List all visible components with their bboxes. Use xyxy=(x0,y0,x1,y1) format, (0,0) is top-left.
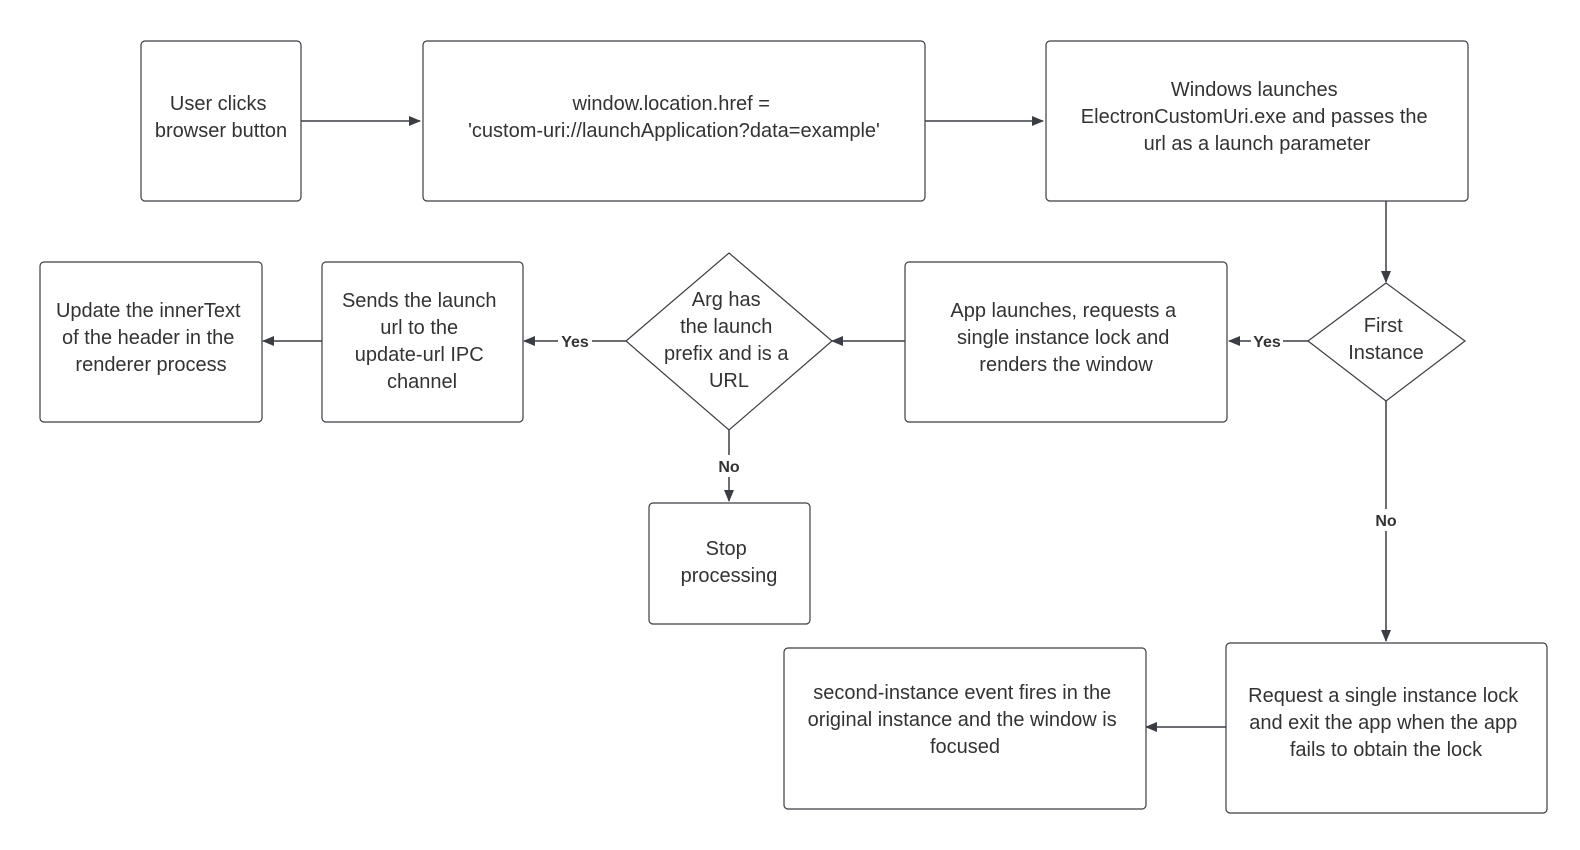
edge-labels: Yes No Yes No xyxy=(558,331,1402,531)
node-second-instance: second-instance event fires in the origi… xyxy=(808,682,1123,758)
node-stop-processing-box xyxy=(648,502,811,625)
node-app-launches: App launches, requests a single instance… xyxy=(950,300,1181,376)
node-request-lock: Request a single instance lock and exit … xyxy=(1248,685,1524,761)
node-request-lock-line-2: and exit the app when the app xyxy=(1249,712,1517,734)
node-user-clicks-box xyxy=(140,40,302,202)
edge-label-arg-yes: Yes xyxy=(561,334,589,351)
node-sends-url-line-4: channel xyxy=(387,371,457,393)
node-update-innertext-line-3: renderer process xyxy=(75,354,226,376)
node-windows-launches-line-2: ElectronCustomUri.exe and passes the xyxy=(1081,106,1428,128)
nodes: User clicks browser button window.locati… xyxy=(39,40,1548,814)
edge-label-arg-no: No xyxy=(718,459,740,476)
edge-label-first-no: No xyxy=(1375,513,1397,530)
node-location-href-box xyxy=(422,40,926,202)
node-app-launches-box xyxy=(904,261,1228,423)
node-windows-launches-box xyxy=(1045,40,1469,202)
node-first-instance-line-1: First xyxy=(1364,315,1403,337)
node-arg-has-prefix: Arg has the launch prefix and is a URL xyxy=(664,289,794,392)
node-app-launches-line-2: single instance lock and xyxy=(957,327,1169,349)
node-second-instance-line-2: original instance and the window is xyxy=(808,709,1117,731)
node-user-clicks-line-1: User clicks xyxy=(170,93,267,115)
node-windows-launches: Windows launches ElectronCustomUri.exe a… xyxy=(1081,79,1433,155)
node-user-clicks-line-2: browser button xyxy=(155,120,287,142)
node-windows-launches-line-3: url as a launch parameter xyxy=(1144,133,1371,155)
node-location-href-line-1: window.location.href = xyxy=(572,93,770,115)
node-stop-processing-line-2: processing xyxy=(681,565,778,587)
node-update-innertext-line-1: Update the innerText xyxy=(56,300,241,322)
node-update-innertext-line-2: of the header in the xyxy=(62,327,234,349)
node-arg-has-prefix-line-4: URL xyxy=(709,370,749,392)
node-first-instance-diamond xyxy=(1307,282,1467,402)
node-sends-url-line-3: update-url IPC xyxy=(355,344,484,366)
edge-label-first-yes: Yes xyxy=(1253,334,1281,351)
node-arg-has-prefix-diamond xyxy=(625,252,833,431)
node-request-lock-line-1: Request a single instance lock xyxy=(1248,685,1519,707)
node-app-launches-line-1: App launches, requests a xyxy=(950,300,1177,322)
node-first-instance-line-2: Instance xyxy=(1348,342,1424,364)
node-request-lock-box xyxy=(1225,642,1548,814)
node-arg-has-prefix-line-2: the launch xyxy=(680,316,772,338)
node-second-instance-box xyxy=(783,647,1147,810)
node-update-innertext-box xyxy=(39,261,263,423)
node-sends-url-line-1: Sends the launch xyxy=(342,290,497,312)
node-location-href: window.location.href = 'custom-uri://lau… xyxy=(468,93,880,142)
node-second-instance-line-3: focused xyxy=(930,736,1000,758)
node-sends-url: Sends the launch url to the update-url I… xyxy=(342,290,502,393)
node-sends-url-box xyxy=(321,261,524,423)
node-request-lock-line-3: fails to obtain the lock xyxy=(1290,739,1483,761)
node-arg-has-prefix-line-1: Arg has xyxy=(692,289,761,311)
node-windows-launches-line-1: Windows launches xyxy=(1171,79,1338,101)
node-stop-processing: Stop processing xyxy=(681,538,778,587)
node-location-href-line-2: 'custom-uri://launchApplication?data=exa… xyxy=(468,120,880,142)
node-user-clicks: User clicks browser button xyxy=(155,93,287,142)
node-stop-processing-line-1: Stop xyxy=(706,538,747,560)
node-first-instance: First Instance xyxy=(1348,315,1424,364)
edges xyxy=(262,116,1391,732)
node-second-instance-line-1: second-instance event fires in the xyxy=(813,682,1111,704)
node-arg-has-prefix-line-3: prefix and is a xyxy=(664,343,789,365)
node-sends-url-line-2: url to the xyxy=(380,317,458,339)
node-app-launches-line-3: renders the window xyxy=(979,354,1153,376)
node-update-innertext: Update the innerText of the header in th… xyxy=(56,300,246,376)
